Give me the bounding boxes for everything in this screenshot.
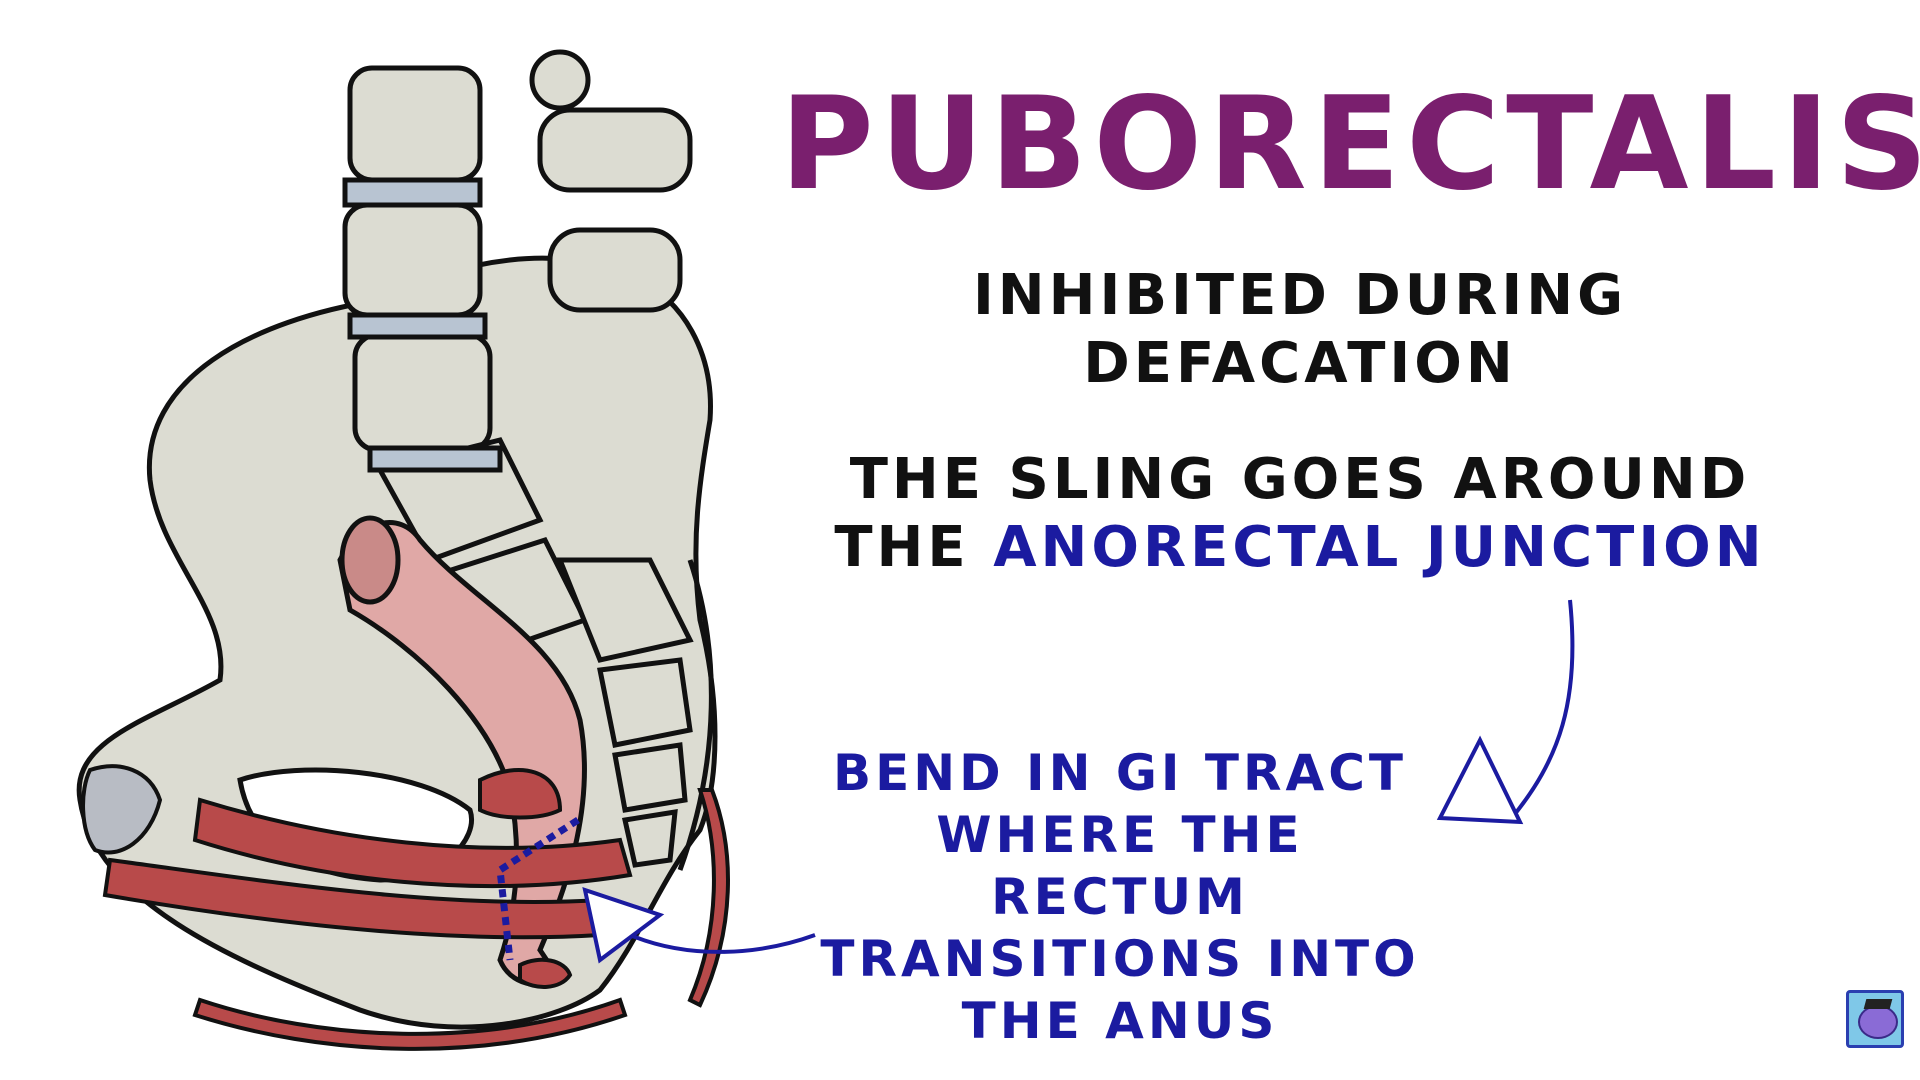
arrow-head-top bbox=[1440, 740, 1520, 822]
logo-icon bbox=[1846, 990, 1904, 1048]
highlight-anorectal-junction: ANORECTAL JUNCTION bbox=[993, 515, 1765, 580]
page-title: PUBORECTALIS bbox=[780, 70, 1820, 219]
statement-line: INHIBITED DURING bbox=[860, 262, 1740, 330]
note-line: WHERE THE RECTUM bbox=[800, 804, 1440, 928]
note-line: BEND IN GI TRACT bbox=[800, 742, 1440, 804]
statement-inhibited: INHIBITED DURING DEFACATION bbox=[860, 262, 1740, 398]
statement-sling: THE SLING GOES AROUND THE ANORECTAL JUNC… bbox=[800, 446, 1800, 582]
statement-prefix: THE bbox=[834, 515, 993, 580]
brain-icon bbox=[1858, 1005, 1898, 1039]
arrow-icon bbox=[1510, 600, 1573, 820]
statement-line: DEFACATION bbox=[860, 330, 1740, 398]
note-line: THE ANUS bbox=[800, 990, 1440, 1052]
statement-line: THE ANORECTAL JUNCTION bbox=[800, 514, 1800, 582]
note-line: TRANSITIONS INTO bbox=[800, 928, 1440, 990]
rectum-opening bbox=[342, 518, 398, 602]
note-bend: BEND IN GI TRACT WHERE THE RECTUM TRANSI… bbox=[800, 742, 1440, 1052]
statement-line: THE SLING GOES AROUND bbox=[800, 446, 1800, 514]
cap-icon bbox=[1864, 999, 1893, 1009]
